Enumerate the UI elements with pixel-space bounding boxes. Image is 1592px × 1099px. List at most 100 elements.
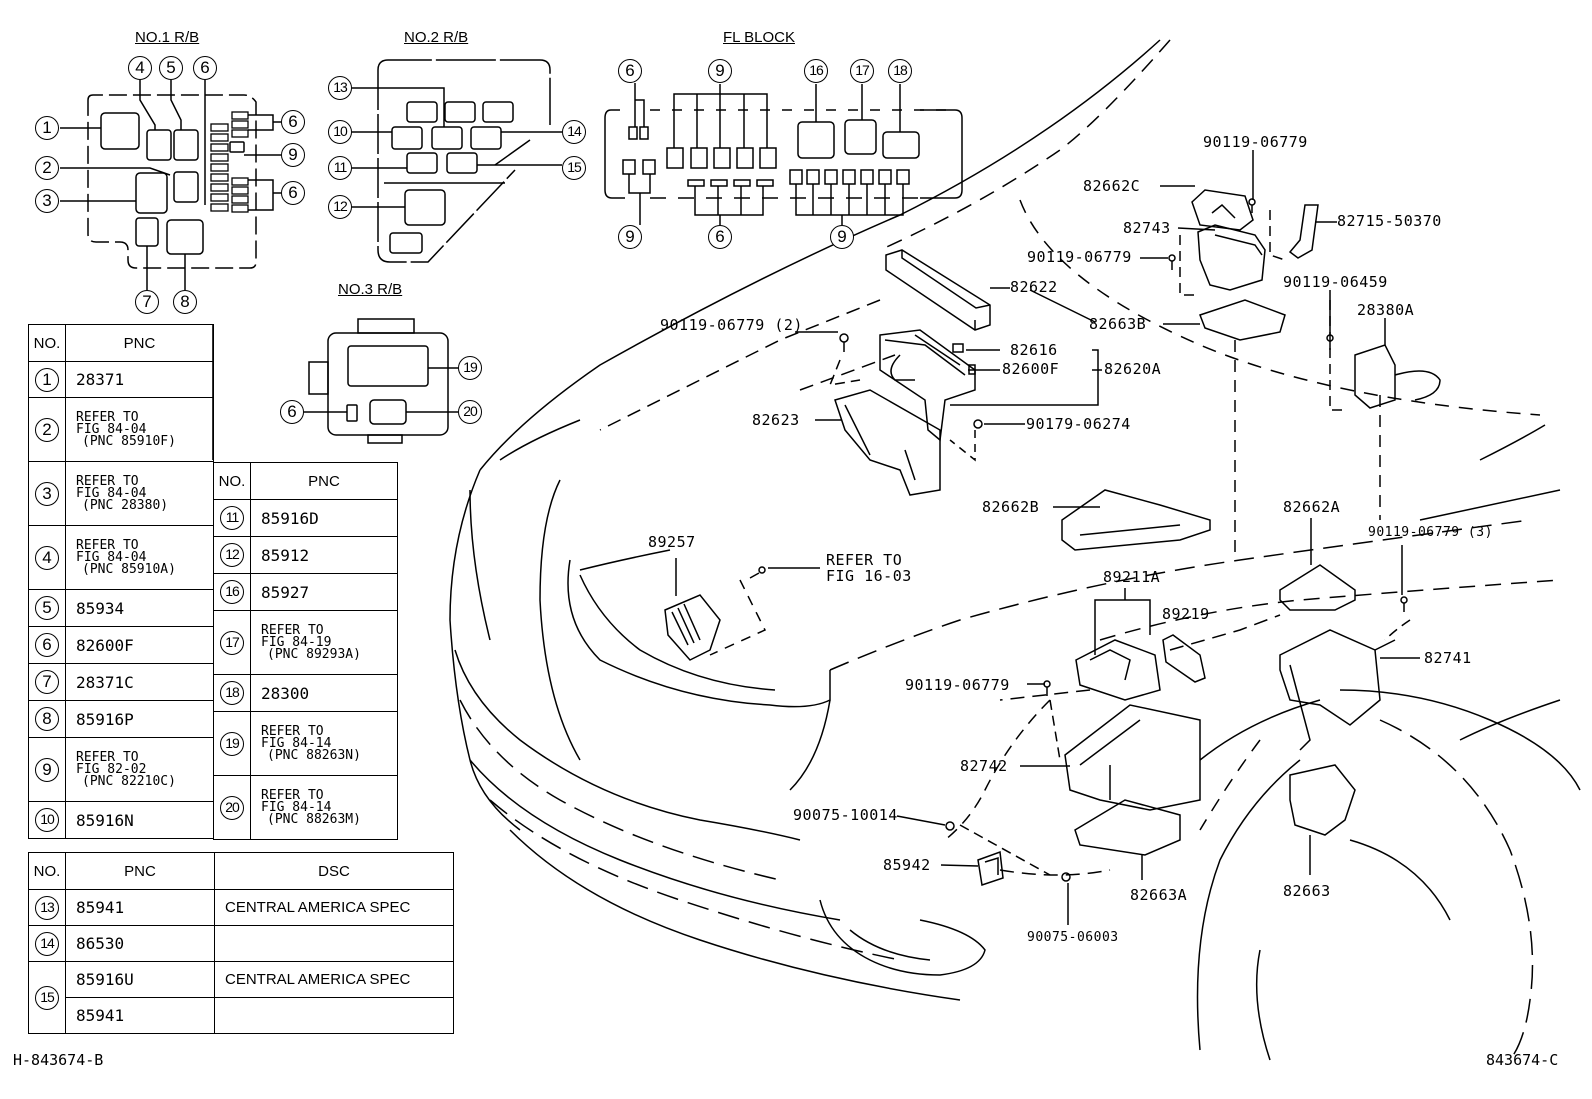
row-number: 2 (35, 417, 59, 442)
parts-table-2: NO. PNC 11 85916D 12 85912 16 85927 17 R… (213, 462, 398, 840)
callout-number: 8 (173, 290, 197, 314)
part-82663-tray (1289, 764, 1356, 836)
pnc-value: 85916D (250, 499, 398, 537)
row-number: 14 (35, 931, 59, 956)
part-label: 90179-06274 (1026, 415, 1131, 433)
pnc-value: 85941 (65, 889, 215, 926)
row-number: 3 (35, 481, 59, 506)
ref-line: (PNC 82210C) (82, 773, 176, 789)
table-row: 14 86530 (28, 925, 454, 962)
ref-line: REFER TO (76, 537, 139, 553)
dsc-value (214, 925, 454, 962)
col-header-no: NO. (213, 462, 251, 500)
pnc-value: 85916N (65, 801, 214, 839)
table-row: 15 85916U CENTRAL AMERICA SPEC (28, 961, 454, 1034)
part-label: 90119-06459 (1283, 273, 1388, 291)
row-number: 17 (220, 630, 244, 655)
row-number: 8 (35, 707, 59, 731)
table-row: 11 85916D (213, 499, 398, 537)
part-label: 82715-50370 (1337, 212, 1442, 230)
table-row: 5 85934 (28, 589, 214, 627)
callout-number: 9 (708, 59, 732, 83)
part-label: 82743 (1123, 219, 1171, 237)
part-82662B-cover (1061, 489, 1211, 551)
pnc-value: 85912 (250, 536, 398, 574)
parts-table-3: NO. PNC DSC 13 85941 CENTRAL AMERICA SPE… (28, 852, 454, 1034)
ref-line: REFER TO (261, 787, 324, 803)
row-number: 15 (35, 985, 59, 1010)
part-label: 90119-06779 (905, 676, 1010, 694)
col-header-dsc: DSC (214, 852, 454, 890)
ref-line: REFER TO (261, 622, 324, 638)
callout-number: 10 (328, 120, 352, 144)
rb2-outline (352, 59, 562, 263)
ref-line: (PNC 85910F) (82, 433, 176, 449)
row-number: 7 (35, 670, 59, 694)
part-label: 82662C (1083, 177, 1141, 195)
table-row: 1 28371 (28, 361, 214, 398)
part-label: 90119-06779 (2) (660, 316, 803, 334)
ref-line: FIG 84-04 (76, 421, 147, 437)
part-label: 90119-06779 (1027, 248, 1132, 266)
part-89257-resistor (664, 594, 721, 661)
callout-number: 13 (328, 76, 352, 100)
ref-line: FIG 84-14 (261, 735, 332, 751)
part-label: 89219 (1162, 605, 1210, 623)
part-82741-relay-block (1279, 629, 1396, 751)
row-number: 20 (220, 795, 244, 820)
title-no1-rb: NO.1 R/B (135, 29, 200, 46)
rb1-outline (60, 80, 281, 290)
callout-number: 20 (458, 400, 482, 424)
pnc-value: 28371C (65, 663, 214, 701)
part-label: 82616 (1010, 341, 1058, 359)
part-label: 82663B (1089, 315, 1147, 333)
part-label: 82662A (1283, 498, 1341, 516)
ref-line: REFER TO (261, 723, 324, 739)
part-label: 82742 (960, 757, 1008, 775)
ref-line: FIG 84-04 (76, 549, 147, 565)
part-82622-fuse-cover (885, 249, 991, 331)
callout-number: 17 (850, 59, 874, 83)
row-number: 10 (35, 808, 59, 832)
part-label: 82622 (1010, 278, 1058, 296)
col-header-pnc: PNC (65, 324, 214, 362)
row-number: 5 (35, 596, 59, 620)
col-header-pnc: PNC (65, 852, 215, 890)
col-header-no: NO. (28, 852, 66, 890)
callout-number: 9 (281, 143, 305, 167)
pnc-value: 82600F (65, 626, 214, 664)
callout-number: 6 (280, 400, 304, 424)
ref-line: REFER TO (76, 749, 139, 765)
part-label: 82600F (1002, 360, 1060, 378)
callout-number: 2 (35, 156, 59, 180)
ref-line: FIG 84-14 (261, 799, 332, 815)
car-body-outline (449, 39, 1581, 1061)
part-82742-bracket (1064, 704, 1201, 811)
part-82715-bracket (1288, 204, 1319, 259)
pnc-value: 85927 (250, 573, 398, 611)
callout-number: 6 (618, 59, 642, 83)
part-82663B-tray (1199, 299, 1286, 341)
callout-number: 1 (35, 116, 59, 140)
callout-number: 6 (281, 110, 305, 134)
callout-number: 19 (458, 356, 482, 380)
callout-number: 6 (281, 181, 305, 205)
part-85942-module (977, 850, 1004, 886)
table-row: 85941 (29, 997, 454, 1034)
part-label: 89257 (648, 533, 696, 551)
part-82662A-cover (1279, 564, 1356, 611)
rb3-outline (304, 318, 458, 444)
callout-number: 12 (328, 195, 352, 219)
row-number: 11 (220, 506, 244, 530)
pnc-value: 85916U (65, 961, 215, 998)
callout-number: 18 (888, 59, 912, 83)
part-label: 90075-06003 (1027, 930, 1119, 945)
row-number: 16 (220, 580, 244, 604)
title-no2-rb: NO.2 R/B (404, 29, 469, 46)
pnc-value: 85941 (65, 997, 215, 1034)
pnc-value: 28300 (250, 674, 398, 712)
